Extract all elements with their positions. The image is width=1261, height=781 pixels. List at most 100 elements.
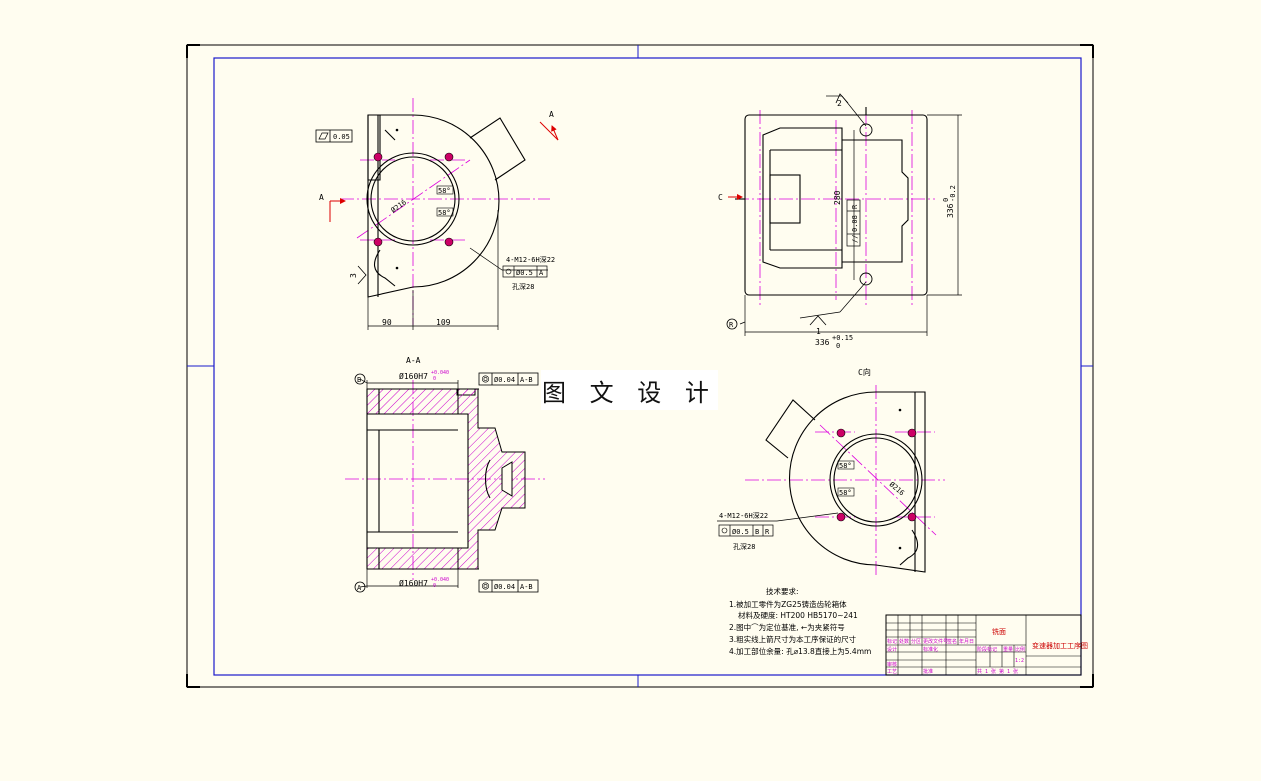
svg-text:B: B — [357, 376, 361, 384]
svg-text:0.08: 0.08 — [851, 215, 859, 232]
top-right-view: 2 1 C 280 336 0 -0.2 336 +0.15 0 // 0.08… — [718, 93, 962, 350]
svg-text:孔深28: 孔深28 — [512, 282, 534, 291]
svg-text:比例: 比例 — [1015, 646, 1025, 653]
svg-text:R: R — [765, 528, 770, 536]
drawing-frame — [186, 44, 1094, 688]
svg-text:4-M12-6H深22: 4-M12-6H深22 — [719, 511, 768, 520]
bore-dim-bottom: Ø160H7 +0.040 0 — [399, 577, 449, 589]
section-title: A-A — [406, 356, 421, 365]
svg-text:更改文件号: 更改文件号 — [923, 638, 948, 645]
bolt-holes-c — [836, 428, 917, 522]
svg-text:0.05: 0.05 — [333, 133, 350, 141]
svg-text:Ø216: Ø216 — [888, 480, 906, 497]
svg-text:336: 336 — [815, 338, 830, 347]
dim-109: 109 — [436, 318, 451, 327]
notes-line-2: 2.图中⌒为定位基准, ←为夹紧符号 — [729, 622, 845, 632]
svg-text:58°: 58° — [438, 187, 451, 195]
svg-text:分区: 分区 — [911, 638, 921, 645]
coaxiality-bottom: Ø0.04 A-B — [478, 579, 539, 593]
svg-text:设计: 设计 — [887, 646, 897, 653]
title-part-name: 铣面 — [992, 627, 1006, 636]
svg-text:58°: 58° — [839, 489, 852, 497]
svg-text:孔深28: 孔深28 — [733, 542, 755, 551]
svg-text:审核: 审核 — [887, 661, 897, 668]
svg-text:Ø160H7: Ø160H7 — [399, 578, 428, 588]
dim-90: 90 — [382, 318, 392, 327]
datum-r: R — [726, 318, 738, 330]
notes-line-1b: 材料及硬度: HT200 HB5170~241 — [738, 610, 858, 620]
svg-text:58°: 58° — [438, 209, 451, 217]
svg-text:0: 0 — [433, 583, 436, 589]
svg-text:0: 0 — [836, 342, 840, 350]
notes-line-1: 1.被加工零件为ZG25铸造齿轮箱体 — [729, 599, 847, 609]
svg-text:+0.15: +0.15 — [832, 334, 853, 342]
watermark-label: 图 文 设 计 — [541, 370, 718, 410]
locator-2: 2 — [837, 99, 842, 108]
svg-text:-0.2: -0.2 — [949, 185, 957, 202]
svg-text:R: R — [851, 204, 859, 209]
section-mark-a-right: A — [549, 110, 554, 119]
dim-280: 280 — [833, 190, 842, 205]
svg-text:标记: 标记 — [887, 638, 897, 645]
dim-336-vertical: 336 0 -0.2 — [942, 185, 957, 218]
notes-line-3: 3.粗实线上箭尺寸为本工序保证的尺寸 — [729, 634, 857, 644]
svg-text:A-B: A-B — [520, 376, 533, 384]
notes-line-4: 4.加工部位余量: 孔⌀13.8直接上为5.4mm — [729, 646, 871, 656]
svg-text:1:2: 1:2 — [1015, 658, 1024, 664]
svg-text:处数: 处数 — [899, 638, 909, 645]
svg-text:A: A — [539, 269, 544, 277]
thread-callout-c: 4-M12-6H深22 Ø0.5 B R 孔深28 — [718, 511, 774, 551]
section-a-a-view: A-A — [345, 356, 545, 593]
svg-text:Ø0.5: Ø0.5 — [516, 269, 533, 277]
bore-dim-top: Ø160H7 +0.040 0 — [399, 370, 449, 382]
svg-text:签名: 签名 — [947, 638, 957, 645]
bolt-holes — [373, 152, 454, 247]
c-direction-view: C向 58° 58° Ø216 — [717, 367, 945, 575]
svg-text:批准: 批准 — [923, 668, 933, 675]
svg-text:Ø216: Ø216 — [390, 198, 408, 214]
flatness-tolerance: 0.05 — [315, 129, 353, 143]
datum-a: A — [354, 581, 366, 593]
coaxiality-top: Ø0.04 A-B — [478, 372, 539, 386]
parallel-tolerance: // 0.08 R — [846, 199, 861, 247]
svg-text:Ø0.04: Ø0.04 — [494, 583, 515, 591]
svg-text:4-M12-6H深22: 4-M12-6H深22 — [506, 255, 555, 264]
svg-text:A-B: A-B — [520, 583, 533, 591]
title-drawing-name: 变速器加工工序图 — [1032, 641, 1088, 650]
title-labels-row: 标记 处数 分区 更改文件号 签名 年月日 设计 标准化 阶段标记 重量 比例 … — [887, 638, 1025, 675]
svg-text:58°: 58° — [839, 462, 852, 470]
title-block: 铣面 变速器加工工序图 标记 处数 分区 更改文件号 签名 年月日 设计 标准化… — [885, 614, 1088, 676]
notes-title: 技术要求: — [766, 586, 799, 596]
locator-3: 3 — [349, 273, 358, 278]
datum-b: B — [354, 373, 366, 385]
svg-text:阶段标记: 阶段标记 — [977, 646, 997, 653]
thread-callout: 4-M12-6H深22 Ø0.5 A 孔深28 — [502, 255, 555, 291]
technical-notes: 技术要求: 1.被加工零件为ZG25铸造齿轮箱体 材料及硬度: HT200 HB… — [729, 586, 871, 656]
svg-text://: // — [851, 235, 859, 243]
svg-text:0: 0 — [433, 376, 436, 382]
svg-text:工艺: 工艺 — [887, 669, 897, 675]
svg-text:标准化: 标准化 — [923, 646, 938, 653]
svg-text:R: R — [729, 321, 734, 329]
top-left-view: 90 109 0.05 A A 3 58° 58° Ø216 4-M12-6H深… — [315, 98, 559, 330]
angle-labels: 58° 58° Ø216 — [390, 185, 454, 217]
view-c-mark: C — [718, 193, 723, 202]
svg-text:重量: 重量 — [1003, 646, 1013, 653]
svg-text:0: 0 — [942, 198, 950, 202]
svg-text:A: A — [357, 584, 362, 592]
section-mark-a-left: A — [319, 193, 324, 202]
svg-text:B: B — [755, 528, 759, 536]
svg-text:Ø0.5: Ø0.5 — [732, 528, 749, 536]
angle-labels-c: 58° 58° Ø216 — [837, 460, 906, 497]
view-c-title: C向 — [858, 367, 871, 377]
svg-text:Ø0.04: Ø0.04 — [494, 376, 515, 384]
svg-text:共 1 张 第 1 张: 共 1 张 第 1 张 — [977, 668, 1018, 675]
svg-text:+0.040: +0.040 — [431, 577, 449, 583]
svg-text:+0.040: +0.040 — [431, 370, 449, 376]
locator-1: 1 — [816, 327, 821, 336]
dim-336-horizontal: 336 +0.15 0 — [815, 334, 853, 350]
svg-text:Ø160H7: Ø160H7 — [399, 371, 428, 381]
svg-text:336: 336 — [946, 203, 955, 218]
svg-text:年月日: 年月日 — [959, 638, 974, 645]
